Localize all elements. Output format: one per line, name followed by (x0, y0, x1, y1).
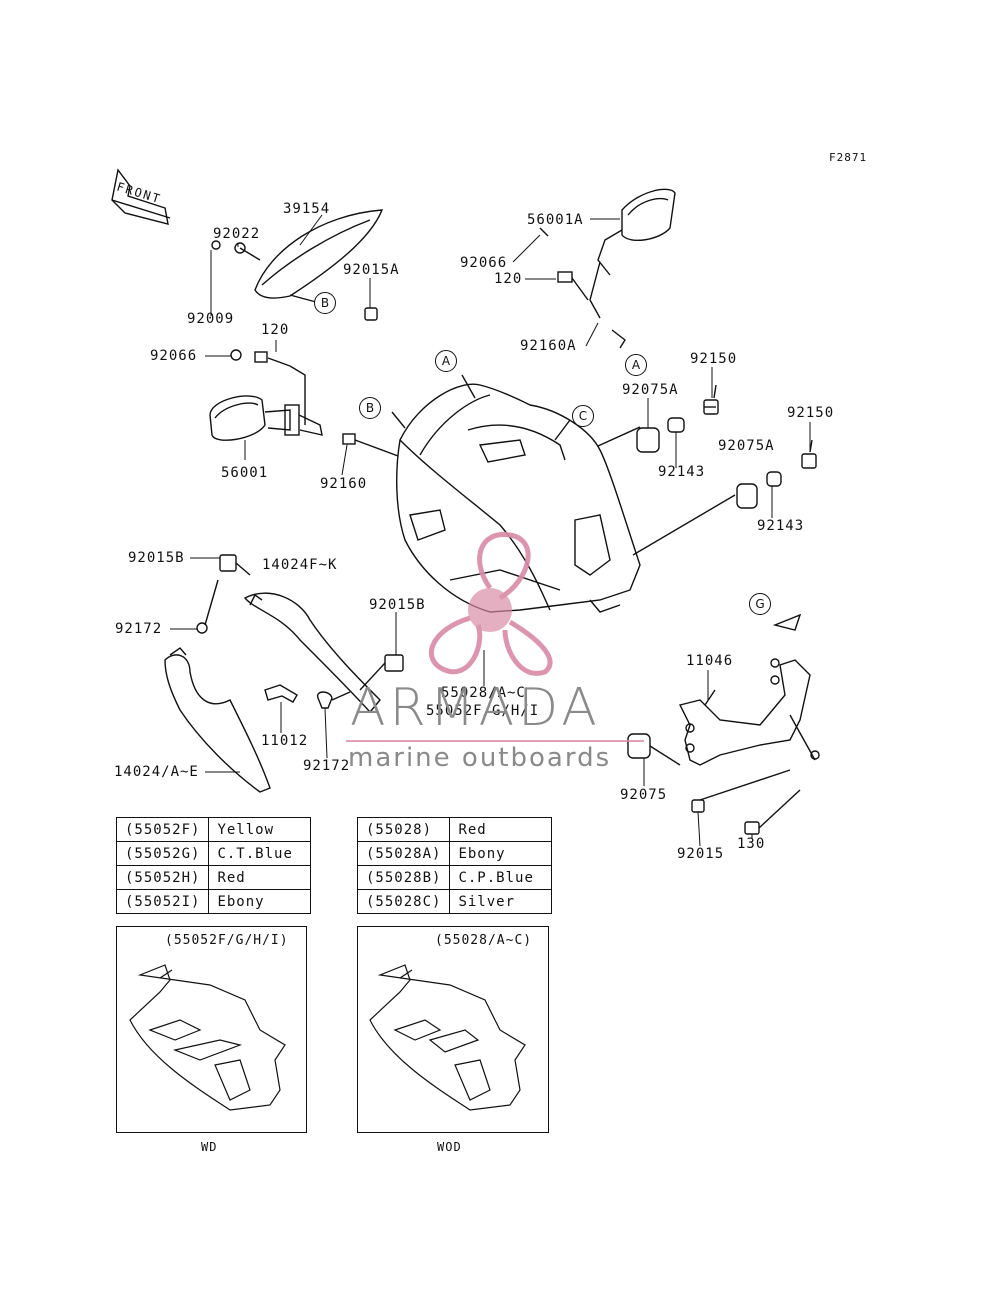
part-55052fghi: 55052F/G/H/I (426, 703, 540, 719)
color-name: Yellow (208, 817, 312, 842)
part-92015: 92015 (677, 846, 725, 862)
part-56001a: 56001A (527, 212, 584, 228)
callout-a-right: A (625, 354, 647, 376)
inset-right-box (357, 926, 549, 1133)
right-mirror-part (589, 188, 676, 319)
upper-cowling-part (396, 383, 641, 613)
part-55028-a-c: 55028/A~C (441, 685, 526, 701)
color-name: Red (449, 817, 553, 842)
callout-b-cowl: B (359, 397, 381, 419)
color-name: C.T.Blue (208, 841, 312, 866)
part-120-left: 120 (261, 322, 290, 338)
table-row: (55052F)Yellow (115, 817, 312, 842)
figure-id: F2871 (829, 151, 868, 164)
watermark-logo-icon (428, 532, 553, 676)
color-code: (55028B) (356, 865, 451, 890)
inset-left-box (116, 926, 307, 1133)
part-92015b-left: 92015B (128, 550, 185, 566)
part-14024f-k: 14024F~K (262, 557, 338, 573)
part-14024-a-e: 14024/A~E (114, 764, 199, 780)
watermark-tagline: marine outboards (348, 743, 612, 773)
color-name: C.P.Blue (449, 865, 553, 890)
part-92015b-mid: 92015B (369, 597, 426, 613)
part-92075a-a: 92075A (622, 382, 679, 398)
inset-left-cowling-sketch (129, 964, 286, 1111)
callout-b-upper: B (314, 292, 336, 314)
left-mirror-part (209, 395, 323, 441)
lower-panel-part (164, 647, 271, 793)
part-92022: 92022 (213, 226, 261, 242)
color-name: Ebony (208, 889, 312, 914)
table-row: (55028B)C.P.Blue (356, 865, 553, 890)
inset-left-caption: WD (201, 1140, 218, 1154)
table-row: (55052G)C.T.Blue (115, 841, 312, 866)
part-92150-b: 92150 (787, 405, 835, 421)
inset-right-title: (55028/A~C) (435, 933, 533, 948)
inset-right-caption: WOD (437, 1140, 462, 1154)
color-name: Red (208, 865, 312, 890)
part-120-right: 120 (494, 271, 523, 287)
stay-bracket-part (678, 613, 820, 766)
color-name: Silver (449, 889, 553, 914)
table-row: (55052I)Ebony (115, 889, 312, 914)
watermark-name: ARMADA (350, 678, 601, 738)
color-name: Ebony (449, 841, 553, 866)
part-92066-left: 92066 (150, 348, 198, 364)
part-11012: 11012 (261, 733, 309, 749)
color-table-left: (55052F)Yellow (55052G)C.T.Blue (55052H)… (115, 817, 312, 914)
part-92160a: 92160A (520, 338, 577, 354)
callout-g: G (749, 593, 771, 615)
part-92160: 92160 (320, 476, 368, 492)
color-code: (55028C) (356, 889, 451, 914)
part-39154: 39154 (283, 201, 331, 217)
callout-a-upper: A (435, 350, 457, 372)
part-92150-a: 92150 (690, 351, 738, 367)
part-92015a: 92015A (343, 262, 400, 278)
part-56001: 56001 (221, 465, 269, 481)
part-11046: 11046 (686, 653, 734, 669)
table-row: (55052H)Red (115, 865, 312, 890)
part-92075: 92075 (620, 787, 668, 803)
part-130: 130 (737, 836, 766, 852)
color-table-right: (55028)Red (55028A)Ebony (55028B)C.P.Blu… (356, 817, 553, 914)
front-arrow-icon (111, 168, 171, 225)
inset-right-cowling-sketch (369, 964, 526, 1111)
windshield-part (254, 209, 384, 299)
color-code: (55028) (356, 817, 451, 842)
callout-c: C (572, 405, 594, 427)
inset-left-title: (55052F/G/H/I) (165, 933, 289, 948)
part-92075a-b: 92075A (718, 438, 775, 454)
part-92143-b: 92143 (757, 518, 805, 534)
table-row: (55028C)Silver (356, 889, 553, 914)
color-code: (55052G) (115, 841, 210, 866)
color-code: (55052H) (115, 865, 210, 890)
inner-panel-part (243, 592, 381, 714)
part-92143-a: 92143 (658, 464, 706, 480)
color-code: (55052I) (115, 889, 210, 914)
part-92009: 92009 (187, 311, 235, 327)
table-row: (55028A)Ebony (356, 841, 553, 866)
part-92172-mid: 92172 (303, 758, 351, 774)
part-92066-right: 92066 (460, 255, 508, 271)
color-code: (55052F) (115, 817, 210, 842)
part-92172-left: 92172 (115, 621, 163, 637)
table-row: (55028)Red (356, 817, 553, 842)
color-code: (55028A) (356, 841, 451, 866)
